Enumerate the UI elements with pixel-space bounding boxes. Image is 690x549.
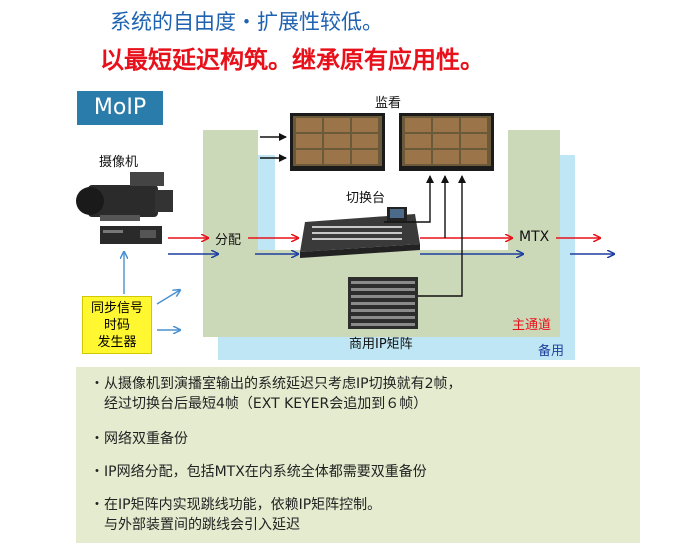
subtitle-line: 系统的自由度・扩展性较低。 — [110, 10, 383, 34]
ip-matrix-device-icon — [348, 277, 418, 329]
note-2: ・网络双重备份 — [90, 431, 188, 447]
distribution-label: 分配 — [215, 233, 242, 248]
switcher-panel-icon — [300, 207, 420, 258]
notes-panel: ・从摄像机到演播室输出的系统延迟只考虑IP切换就有2帧， 经过切换台后最短4帧（… — [76, 367, 640, 543]
ccu-device-icon — [100, 226, 162, 244]
backup-label: 备用 — [538, 344, 565, 359]
mtx-label: MTX — [519, 229, 550, 245]
camera-label: 摄像机 — [99, 155, 139, 170]
note-4-line-1: ・在IP矩阵内实现跳线功能，依赖IP矩阵控制。 — [90, 497, 382, 513]
monitor-label: 监看 — [375, 96, 402, 111]
camera-icon — [76, 172, 173, 221]
sync-line-1: 同步信号 — [90, 301, 143, 316]
monitor-left-icon — [290, 113, 385, 171]
switcher-label: 切换台 — [346, 191, 386, 206]
sync-generator-box: 同步信号 时码 发生器 — [82, 296, 152, 354]
sync-line-3: 发生器 — [97, 335, 137, 350]
sync-line-2: 时码 — [103, 318, 130, 333]
note-1-line-1: ・从摄像机到演播室输出的系统延迟只考虑IP切换就有2帧， — [90, 376, 462, 392]
note-3: ・IP网络分配，包括MTX在内系统全体都需要双重备份 — [90, 464, 427, 480]
note-1-line-2: 经过切换台后最短4帧（EXT KEYER会追加到６帧） — [90, 396, 428, 412]
note-4-line-2: 与外部装置间的跳线会引入延迟 — [90, 517, 300, 533]
headline: 以最短延迟构筑。继承原有应用性。 — [100, 46, 484, 74]
main-channel-label: 主通道 — [512, 318, 552, 333]
monitor-right-icon — [399, 113, 494, 171]
main-channel-block — [203, 130, 560, 337]
ip-matrix-label: 商用IP矩阵 — [349, 337, 413, 352]
moip-badge: MoIP — [77, 91, 163, 125]
